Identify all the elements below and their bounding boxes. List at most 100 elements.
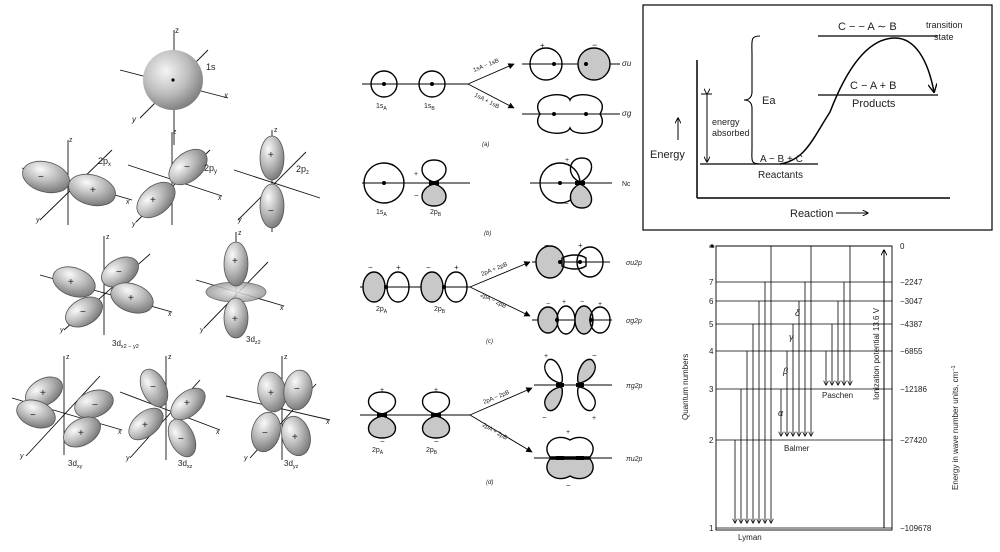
arrow-label: 2pA + 2pB [481, 423, 508, 442]
label-1sB: 1sB [424, 103, 435, 112]
energy-value-label: −4387 [900, 320, 923, 329]
energy-absorbed-label2: absorbed [712, 128, 750, 138]
axis-z-label: z [168, 354, 172, 361]
greek-gamma: γ [789, 332, 794, 342]
energy-value-label: −12186 [900, 385, 927, 394]
axis-y-label: y [35, 217, 40, 224]
series-label-paschen: Paschen [822, 391, 853, 400]
axis-x-label: x [279, 305, 284, 312]
phase-plus: + [598, 301, 602, 308]
mo-label-sigma-g-2p: σg2p [626, 318, 642, 325]
orbital-label-1s: 1s [206, 62, 216, 72]
phase-plus: + [184, 398, 190, 409]
label-1sA-b: 1sA [376, 209, 387, 218]
axis-x-label: x [215, 429, 220, 436]
label-2pB-c: 2pB [434, 306, 446, 315]
orbital-label-3dz2: 3dz2 [246, 335, 261, 346]
phase-plus: + [540, 41, 545, 50]
reaction-axis-label: Reaction [790, 208, 833, 220]
energy-value-label: −6855 [900, 347, 923, 356]
phase-minus: − [414, 191, 419, 200]
phase-plus: + [68, 277, 74, 288]
caption-a: (a) [482, 142, 489, 148]
transition-formula: C − − A ∼ B [838, 21, 897, 33]
quantum-number-label: 3 [709, 385, 714, 394]
axis-x-label: x [125, 199, 130, 206]
energy-value-label: −109678 [900, 524, 932, 533]
quantum-number-label: 5 [709, 320, 714, 329]
phase-plus: + [90, 185, 96, 196]
phase-minus: − [546, 301, 550, 308]
orbital-label-3dxz: 3dxz [178, 459, 193, 470]
quantum-number-label: ∞ [709, 242, 715, 251]
mo-label-sigma-u-2p: σu2p [626, 260, 642, 267]
phase-minus: − [368, 263, 373, 272]
reactants-formula: A − B + C [760, 154, 803, 165]
phase-minus: − [592, 40, 597, 50]
axis-y-label: y [19, 453, 24, 460]
phase-plus: + [566, 429, 570, 436]
quantum-number-label: 7 [709, 278, 714, 287]
phase-minus: − [566, 481, 571, 490]
phase-plus: + [268, 388, 274, 399]
orbital-label-2pz: 2pz [296, 164, 309, 176]
phase-minus: − [184, 162, 190, 173]
energy-value-label: −3047 [900, 297, 923, 306]
phase-minus: − [580, 299, 584, 306]
transition-state-label: transition [926, 20, 963, 30]
axis-z-label: z [274, 127, 278, 134]
mo-row-a: 1sA 1sB 1sA − 1sB 1sA + 1sB + − σu σg (a… [362, 40, 632, 148]
mo-label-sigma-g: σg [622, 109, 632, 118]
caption-c: (c) [486, 339, 493, 345]
atomic-orbitals-panel: z x y 1s − + z x y 2px − + [11, 26, 331, 470]
axis-z-label: z [69, 137, 73, 144]
arrow-label: 1sA + 1sB [473, 92, 500, 110]
greek-beta: β [782, 366, 788, 376]
energy-value-label: 0 [900, 242, 905, 251]
axis-y-label: y [237, 217, 242, 224]
phase-minus: − [178, 434, 184, 445]
phase-plus: + [592, 415, 596, 422]
caption-d: (d) [486, 480, 493, 486]
phase-minus: − [38, 172, 44, 183]
products-formula: C − A + B [850, 80, 896, 92]
axis-z-label: z [238, 230, 242, 237]
orbital-label-3dyz: 3dyz [284, 459, 299, 470]
reaction-energy-panel: C − − A ∼ B transition state C − A + B P… [642, 4, 993, 231]
phase-minus: − [150, 382, 156, 393]
arrow-label: 2pA − 2pB [479, 292, 507, 310]
phase-plus: + [40, 388, 46, 399]
phase-plus: + [232, 314, 238, 325]
orbital-3dz2: + + z x y 3dz2 [195, 230, 285, 346]
quantum-number-label: 6 [709, 297, 714, 306]
ea-brace [743, 35, 761, 165]
phase-minus: − [294, 384, 300, 395]
quantum-numbers-axis-label: Quantum numbers [681, 354, 690, 420]
hydrogen-spectrum-panel: 1−1096782−274203−121864−68555−43876−3047… [681, 242, 960, 542]
series-label-lyman: Lyman [738, 533, 762, 542]
axis-z-label: z [175, 26, 179, 35]
phase-plus: + [232, 256, 238, 267]
orbital-2px: − + z x y 2px [21, 137, 133, 225]
orbital-3dxy: + − − + z x y 3dxy [11, 354, 123, 470]
axis-x-label: x [217, 195, 222, 202]
phase-minus: − [434, 437, 439, 446]
ea-label: Ea [762, 95, 776, 107]
axis-x-label: x [223, 91, 229, 100]
phase-plus: + [78, 428, 84, 439]
axis-y-label: y [125, 455, 130, 462]
mo-label-pi-g-2p: πg2p [626, 383, 642, 390]
phase-plus: + [268, 150, 274, 161]
phase-plus: + [562, 299, 566, 306]
phase-plus: + [578, 241, 583, 250]
mo-row-c: − + − + 2pA 2pB 2pA + 2pB 2pA − 2pB − + [360, 241, 642, 345]
caption-b: (b) [484, 231, 491, 237]
quantum-number-label: 2 [709, 436, 714, 445]
phase-plus: + [142, 420, 148, 431]
phase-minus: − [592, 351, 597, 360]
phase-plus: + [434, 387, 438, 394]
energy-absorbed-label: energy [712, 117, 740, 127]
mo-label-pi-u-2p: πu2p [626, 456, 642, 463]
orbital-2pz: + − z y 2pz [233, 127, 321, 232]
